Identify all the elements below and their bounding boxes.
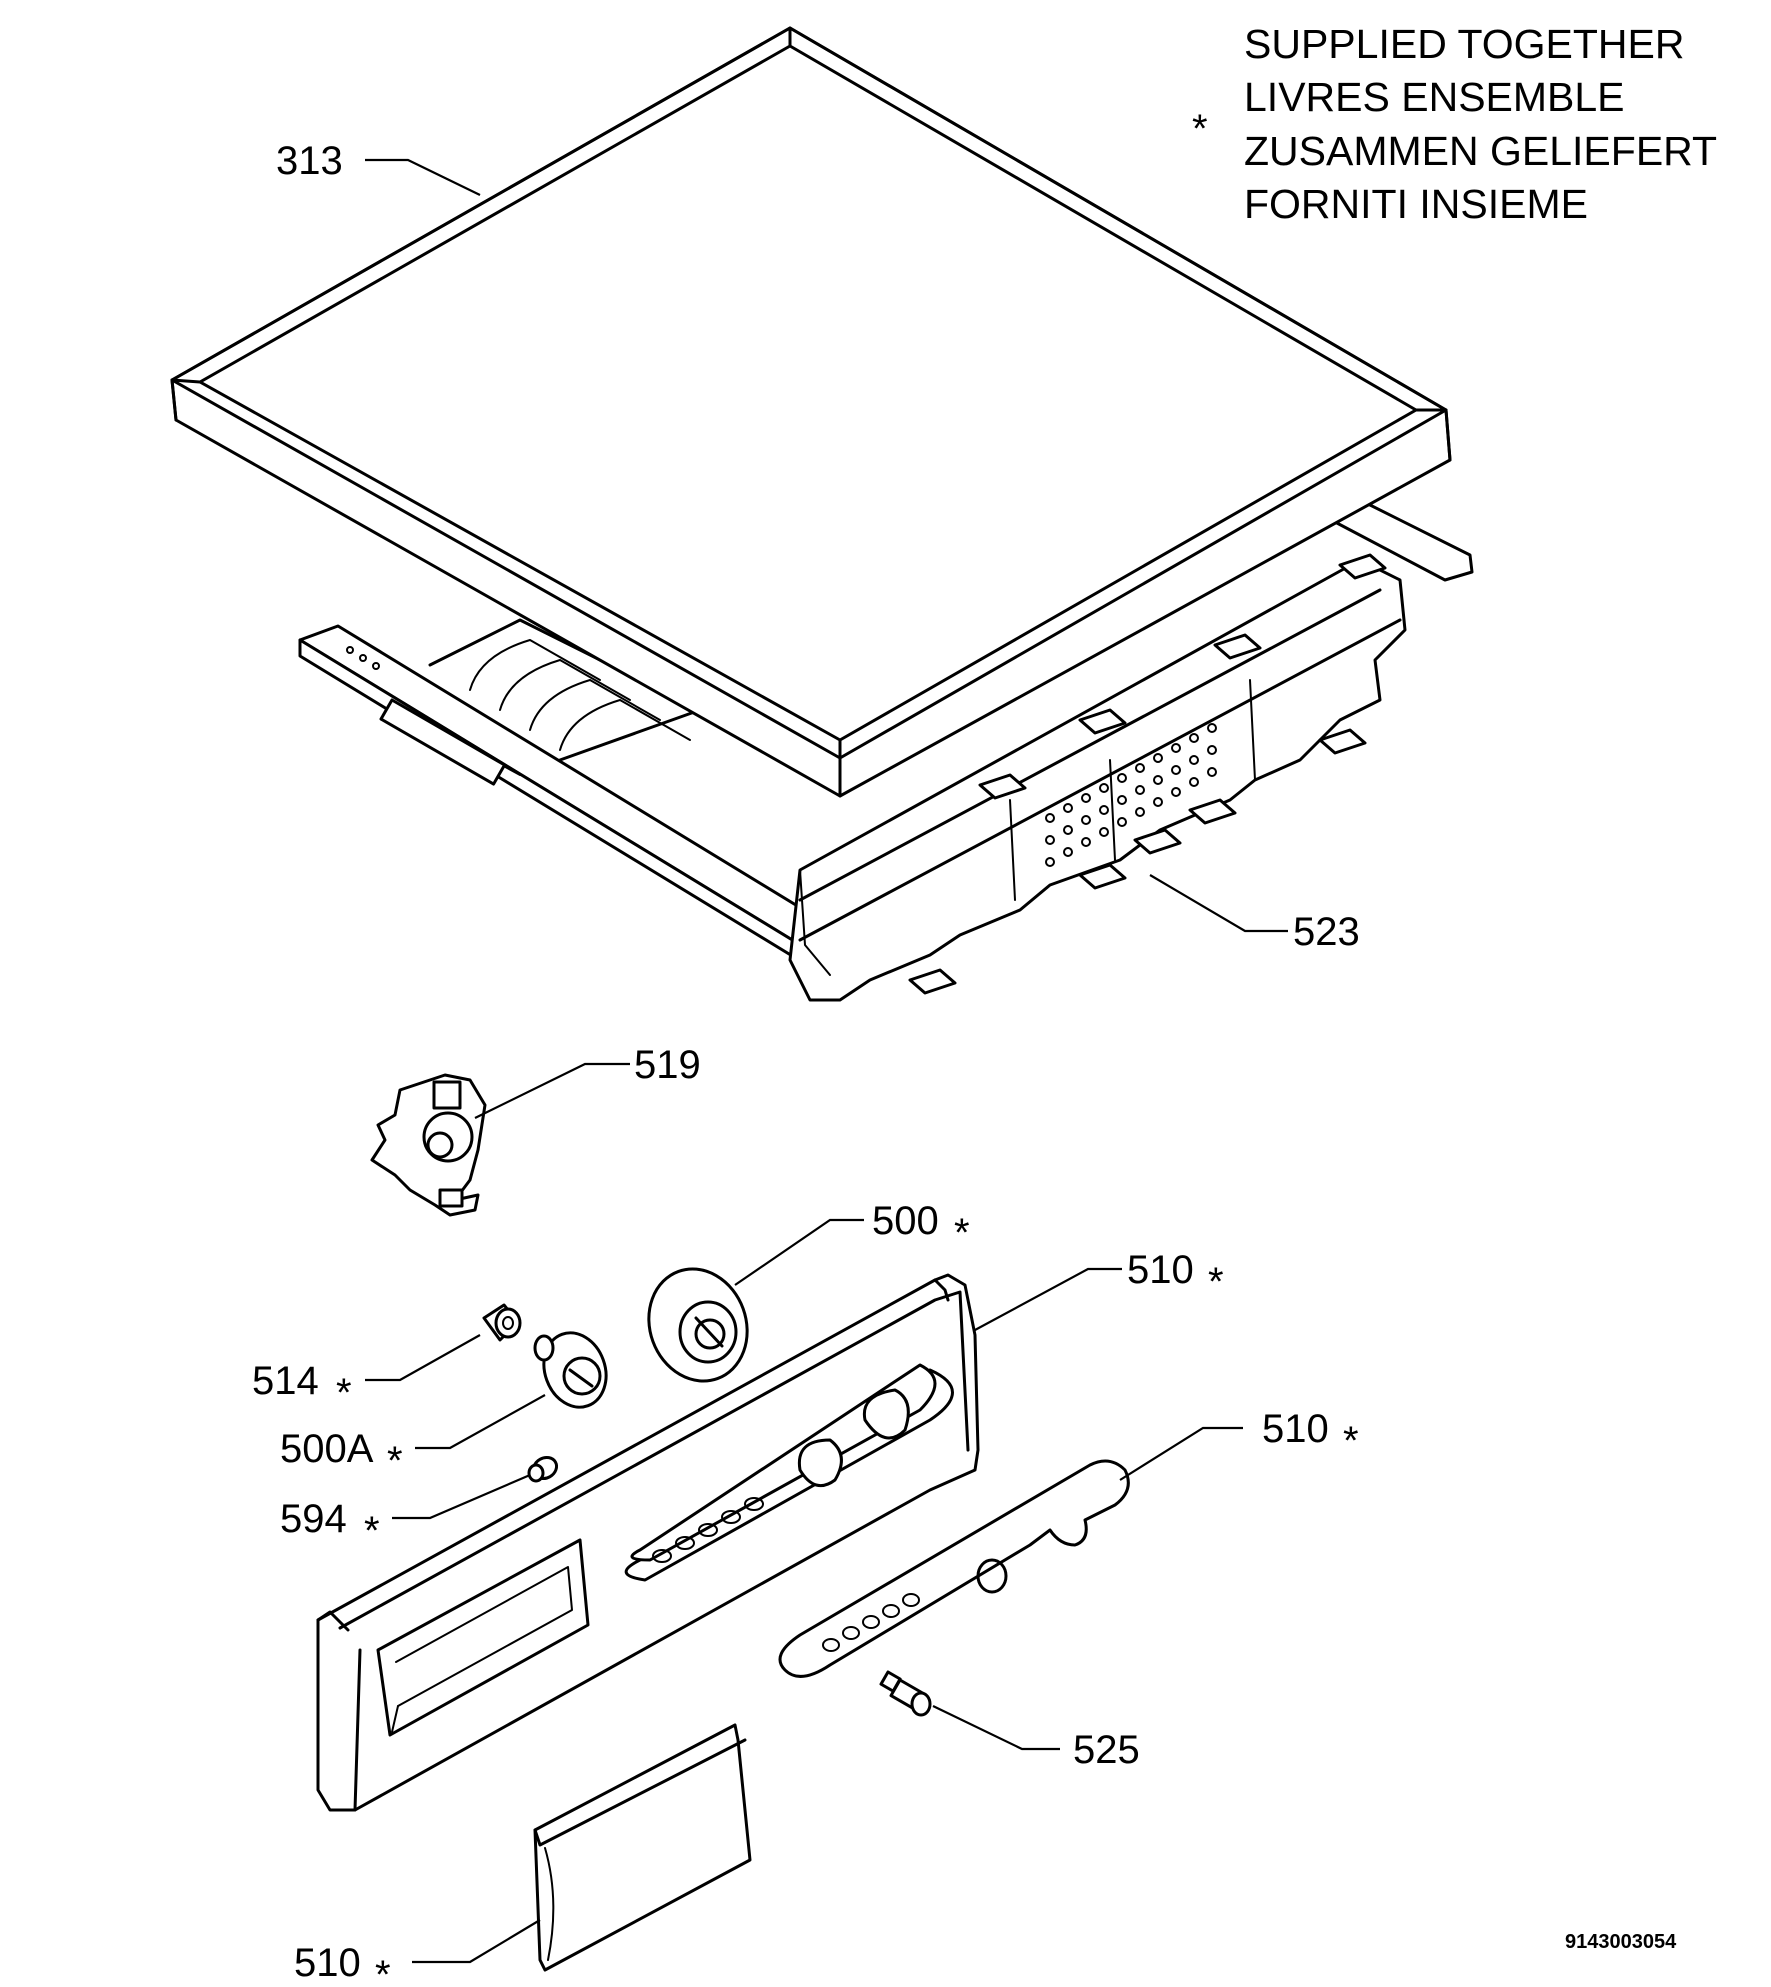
vent-holes [1045,723,1217,867]
leader-lines [365,158,1288,1964]
part-510-drawer-handle [533,1723,752,1972]
label-510-insert: 510 [1262,1407,1329,1451]
label-510-panel-star: * [1208,1260,1224,1304]
label-525: 525 [1073,1728,1140,1772]
part-525-push-rod [879,1670,932,1717]
part-594-indicator-pin [527,1455,559,1483]
legend-line-it: FORNITI INSIEME [1244,181,1588,227]
label-594-star: * [364,1509,380,1553]
label-313: 313 [276,139,343,183]
label-510-drawer-star: * [375,1953,391,1987]
label-510-drawer: 510 [294,1941,361,1985]
part-510-panel-insert [778,1459,1130,1678]
label-523: 523 [1293,910,1360,954]
supplied-together-legend: * SUPPLIED TOGETHER LIVRES ENSEMBLE ZUSA… [1192,21,1717,227]
label-500: 500 [872,1199,939,1243]
part-313-lid [170,26,1452,798]
label-510-insert-star: * [1343,1419,1359,1463]
part-labels: 313 523 519 500 * 510 * 514 * 500A * 510… [252,139,1677,1987]
part-523-cover-frame [298,498,1474,1002]
legend-line-en: SUPPLIED TOGETHER [1244,21,1685,67]
label-510-panel: 510 [1127,1248,1194,1292]
document-number: 9143003054 [1565,1931,1677,1953]
label-500a: 500A [280,1427,374,1471]
part-510-control-panel [316,1273,980,1812]
label-519: 519 [634,1043,701,1087]
label-594: 594 [280,1497,347,1541]
part-519-switch-holder [370,1073,487,1217]
legend-star-symbol: * [1192,107,1208,151]
part-514-bushing [482,1303,522,1342]
label-500-star: * [954,1211,970,1255]
part-500-programme-knob [647,1267,749,1383]
label-514: 514 [252,1359,319,1403]
label-514-star: * [336,1371,352,1415]
label-500a-star: * [387,1439,403,1483]
legend-line-de: ZUSAMMEN GELIEFERT [1244,128,1717,174]
part-500a-selector-knob [533,1331,608,1409]
legend-line-fr: LIVRES ENSEMBLE [1244,74,1625,120]
